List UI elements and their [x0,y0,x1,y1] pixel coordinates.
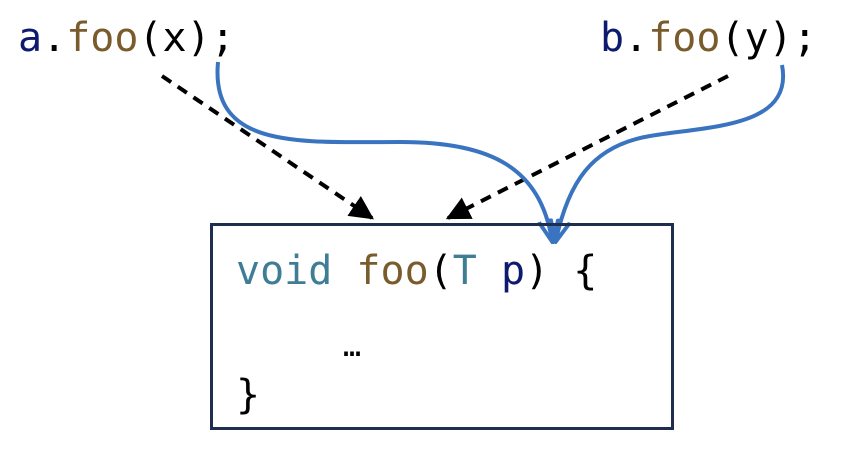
function-definition-box: void foo(T p) { … } [210,223,674,430]
dataflow-x-to-p-arrow [215,61,552,240]
function-name: foo [356,248,429,294]
signature-close-paren: ) [525,248,550,294]
return-type-keyword: void [236,248,333,294]
call-a-method: foo [66,15,139,61]
signature-open-paren: ( [428,248,453,294]
call-b-close: ); [768,15,817,61]
call-a-close: ); [186,15,235,61]
call-b-method: foo [648,15,721,61]
call-site-a: a.foo(x); [18,13,235,63]
call-edge-a-arrow [160,74,374,220]
function-signature: void foo(T p) { [236,246,597,296]
body-close-brace: } [236,372,261,418]
call-a-dot: . [42,15,67,61]
function-body-ellipsis: … [343,329,362,364]
call-a-object: a [18,15,43,61]
call-a-argument: x [162,15,187,61]
call-b-argument: y [744,15,769,61]
call-b-dot: . [624,15,649,61]
call-b-object: b [600,15,625,61]
dataflow-y-to-p-arrow [556,64,786,240]
param-name: p [500,248,526,294]
call-b-open-paren: ( [720,15,745,61]
call-a-open-paren: ( [138,15,163,61]
body-open-brace: { [573,248,598,294]
call-site-b: b.foo(y); [600,13,817,63]
param-type: T [452,248,477,294]
call-edge-b-arrow [445,74,729,220]
